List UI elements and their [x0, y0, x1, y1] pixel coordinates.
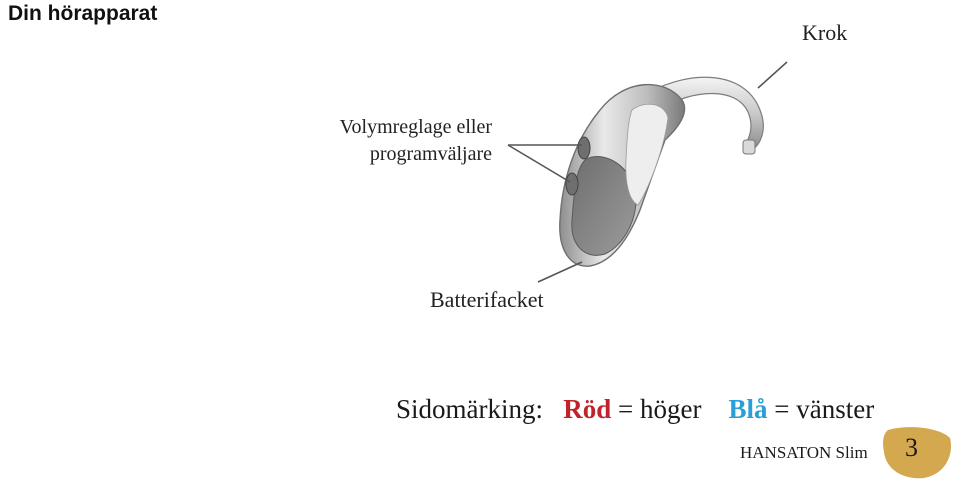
label-volume-line2: programväljare [369, 143, 492, 165]
label-hook: Krok [802, 20, 848, 45]
hook-tip [742, 139, 756, 155]
label-volume-control: Volymreglage eller programväljare [292, 114, 492, 168]
volume-button-upper [577, 136, 591, 160]
model-name: HANSATON Slim [740, 443, 868, 462]
volume-button-lower [565, 172, 579, 196]
label-battery-compartment: Batterifacket [430, 287, 544, 312]
red-meaning: = höger [618, 394, 702, 424]
page-number: 3 [905, 433, 918, 462]
page-badge [883, 427, 951, 479]
battery-door [571, 156, 637, 256]
label-volume-line1: Volymreglage eller [339, 116, 492, 138]
blue-meaning: = vänster [774, 394, 875, 424]
side-marking: Sidomärking: Röd = höger Blå = vänster [396, 394, 874, 425]
page-title: Din hörapparat [8, 2, 158, 25]
blue-word: Blå [728, 394, 768, 424]
red-word: Röd [563, 394, 612, 424]
side-marking-prefix: Sidomärking: [396, 394, 543, 424]
